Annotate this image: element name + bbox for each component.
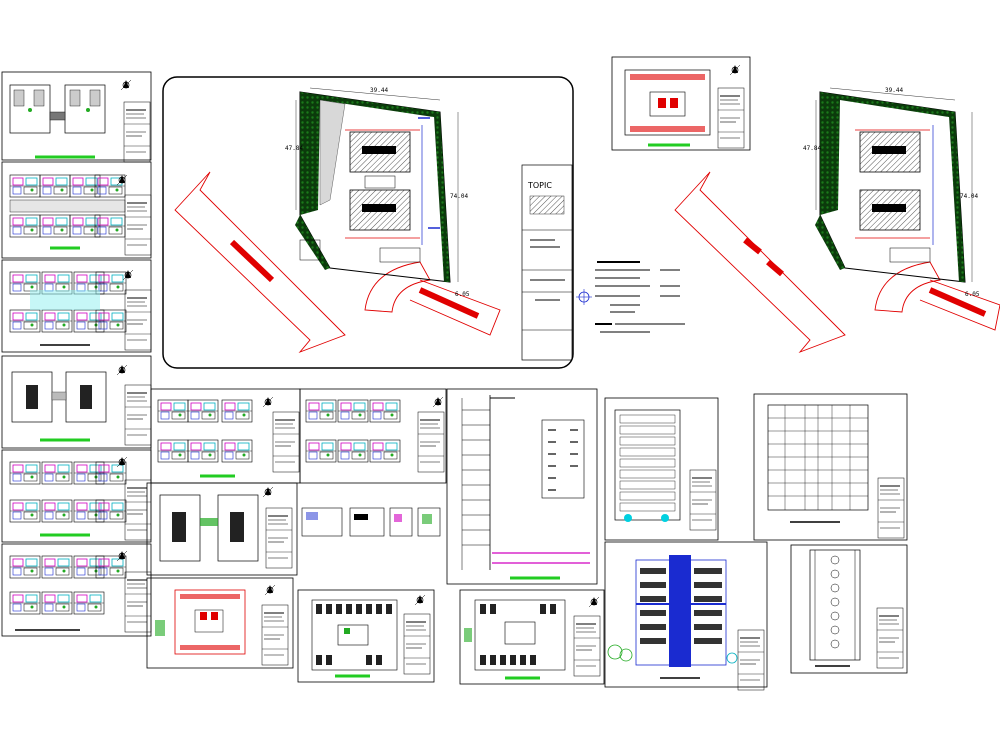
dim-right: 74.04 <box>450 193 468 200</box>
legend-block <box>576 261 685 333</box>
sheet-core-plan <box>146 482 298 576</box>
sheet-plan-2 <box>1 161 152 259</box>
dim-road-copy: 6.05 <box>965 291 980 298</box>
sheet-plan-6 <box>1 543 152 637</box>
sheet-elevation-1 <box>604 397 719 541</box>
sheet-ground-plan-3 <box>459 589 605 685</box>
site-plan-sheet: TOPIC 39.44 <box>162 76 574 369</box>
sheet-plan-4 <box>1 355 152 449</box>
sheet-plan-7 <box>150 388 301 484</box>
sheet-parking-plan <box>611 56 751 151</box>
sheet-elevation-2 <box>753 393 908 541</box>
dim-right-copy: 74.04 <box>960 193 978 200</box>
dim-top: 39.44 <box>370 87 388 94</box>
site-plan-copy: 39.44 47.84 74.04 6.05 <box>674 87 1000 354</box>
sheet-elevation-4 <box>790 544 908 674</box>
sheet-plan-5 <box>1 449 152 543</box>
topic-label: TOPIC <box>527 181 552 190</box>
sheet-plan-1 <box>1 71 152 163</box>
sheet-schematic <box>446 388 598 585</box>
sheet-plan-8 <box>299 388 447 484</box>
sheet-plan-3 <box>1 259 152 353</box>
sheet-ground-plan-1 <box>146 577 294 669</box>
dim-left-copy: 47.84 <box>803 145 821 152</box>
dim-left: 47.84 <box>285 145 303 152</box>
dim-road: 6.05 <box>455 291 470 298</box>
sheet-details <box>301 507 441 537</box>
sheet-elevation-3 <box>604 541 768 691</box>
dim-top-copy: 39.44 <box>885 87 903 94</box>
sheet-ground-plan-2 <box>297 589 435 683</box>
